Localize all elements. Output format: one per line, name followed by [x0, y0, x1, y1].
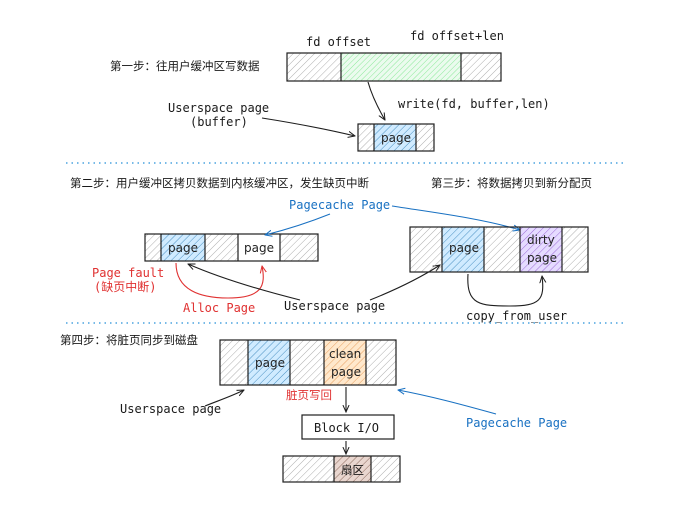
userspace-page-label-2: (buffer) — [190, 115, 248, 129]
disk-outline — [282, 455, 401, 483]
step2-title: 第二步：用户缓冲区拷贝数据到内核缓冲区，发生缺页中断 — [70, 176, 369, 190]
s4-clean-label-1: clean — [329, 347, 361, 361]
copy-from-user-arrow — [467, 273, 543, 307]
write-arrow — [367, 81, 385, 120]
pagecache-to-s2-arrow — [265, 213, 331, 235]
page-fault-label-1: Page fault — [92, 266, 164, 280]
s3-cell-page — [442, 227, 484, 272]
s3-dirty-label-1: dirty — [527, 233, 555, 247]
block-io-box — [301, 414, 395, 440]
pagecache-to-s4-arrow — [398, 390, 497, 415]
s2-page-label-2: page — [244, 241, 274, 255]
step1-title: 第一步：往用户缓冲区写数据 — [110, 59, 260, 73]
s4-outline — [219, 339, 397, 386]
s4-cell-page — [248, 340, 290, 385]
s3-outline — [409, 226, 589, 273]
s3-cell-b — [484, 227, 520, 272]
step2-group: 第二步：用户缓冲区拷贝数据到内核缓冲区，发生缺页中断 Pagecache Pag… — [70, 176, 520, 315]
s2-cell-page2 — [238, 234, 280, 261]
s2-cell-a — [145, 234, 161, 261]
userspace-to-s2-arrow — [188, 264, 301, 301]
alloc-page-arrow — [175, 262, 263, 299]
s3-dirty-label-2: page — [527, 251, 557, 265]
buffer-left-cell — [358, 124, 374, 151]
buffer-page-label: page — [381, 131, 411, 145]
userspace-page-label-step2: Userspace page — [284, 299, 385, 313]
sector-label: 扇区 — [341, 463, 364, 477]
s3-cell-c — [562, 227, 588, 272]
alloc-page-label: Alloc Page — [183, 301, 255, 315]
s2-cell-b — [205, 234, 238, 261]
file-bar — [286, 52, 502, 82]
disk-cell-left — [283, 456, 334, 482]
user-buffer-step2: page page — [144, 233, 319, 262]
file-cell-left — [287, 53, 341, 81]
fd-offset-len-label: fd offset+len — [410, 29, 504, 43]
pagecache-step4: page clean page — [219, 339, 397, 386]
buffer-right-cell — [416, 124, 434, 151]
buffer-outline — [357, 123, 435, 152]
copy-from-user-label: copy_from_user — [466, 309, 567, 323]
s2-page-label-1: page — [168, 241, 198, 255]
userspace-page-arrow — [261, 117, 355, 136]
pagecache-page-label-step2: Pagecache Page — [289, 198, 390, 212]
userspace-to-s4-arrow — [204, 390, 244, 407]
step3-title: 第三步：将数据拷贝到新分配页 — [431, 176, 592, 190]
write-call-label: write(fd, buffer,len) — [398, 97, 550, 111]
file-cell-write-range — [341, 53, 461, 81]
s3-cell-dirty — [520, 227, 562, 272]
s4-cell-a — [220, 340, 248, 385]
step4-group: 第四步：将脏页同步到磁盘 page clean page 脏页写回 Block … — [60, 333, 567, 483]
pagecache-page-label-step4: Pagecache Page — [466, 416, 567, 430]
disk-bar: 扇区 — [282, 455, 401, 483]
s4-page-label: page — [255, 356, 285, 370]
step3-group: 第三步：将数据拷贝到新分配页 page dirty page copy_from… — [409, 176, 592, 323]
s3-cell-a — [410, 227, 442, 272]
userspace-page-label-step4: Userspace page — [120, 402, 221, 416]
s3-page-label: page — [449, 241, 479, 255]
file-bar-outline — [286, 52, 502, 82]
s2-cell-c — [280, 234, 318, 261]
user-buffer-step1: page — [357, 123, 435, 152]
buffer-page-cell — [374, 124, 416, 151]
disk-cell-sector — [334, 456, 371, 482]
step4-title: 第四步：将脏页同步到磁盘 — [60, 333, 198, 347]
s2-cell-page1 — [161, 234, 205, 261]
file-cell-right — [461, 53, 501, 81]
s4-clean-label-2: page — [331, 365, 361, 379]
pagecache-step3: page dirty page — [409, 226, 589, 273]
s2-outline — [144, 233, 319, 262]
s4-cell-b — [290, 340, 324, 385]
dirty-writeback-label: 脏页写回 — [286, 388, 332, 402]
disk-cell-right — [371, 456, 400, 482]
s4-cell-clean — [324, 340, 366, 385]
block-io-label: Block I/O — [314, 421, 379, 435]
fd-offset-label: fd offset — [306, 35, 371, 49]
pagecache-to-s3-arrow — [391, 205, 520, 230]
page-fault-label-2: (缺页中断) — [94, 279, 156, 294]
userspace-page-label-1: Userspace page — [168, 101, 269, 115]
step1-group: 第一步：往用户缓冲区写数据 fd offset fd offset+len wr… — [110, 29, 550, 152]
s4-cell-c — [366, 340, 396, 385]
